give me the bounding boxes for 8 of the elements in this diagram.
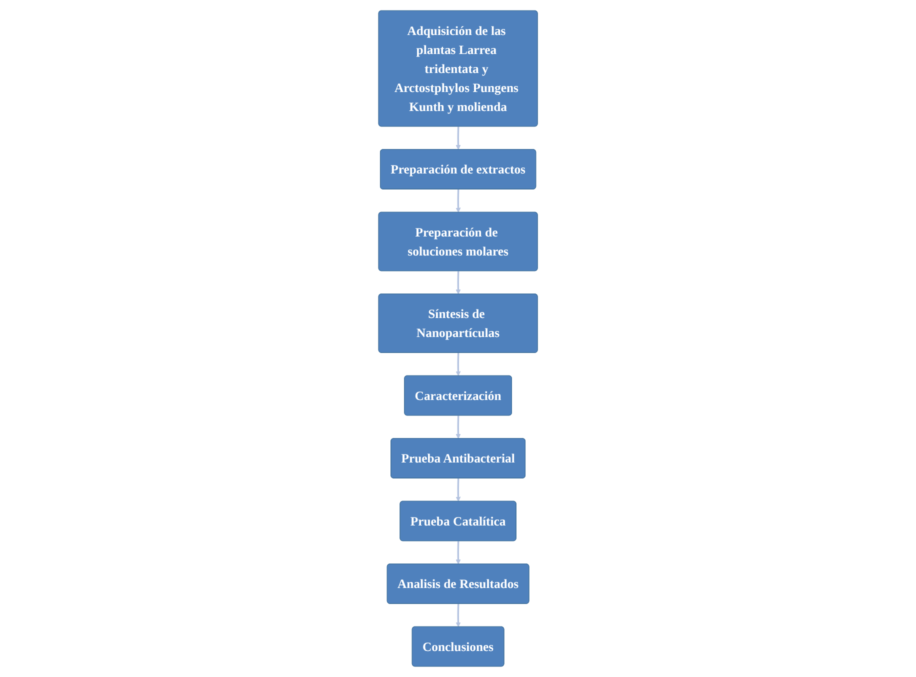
arrow bbox=[456, 126, 461, 150]
arrow bbox=[456, 189, 461, 213]
arrow bbox=[456, 478, 461, 502]
arrow bbox=[456, 604, 461, 628]
arrow bbox=[456, 352, 461, 376]
arrow bbox=[456, 541, 461, 564]
arrow bbox=[456, 271, 461, 294]
arrow bbox=[456, 416, 461, 439]
